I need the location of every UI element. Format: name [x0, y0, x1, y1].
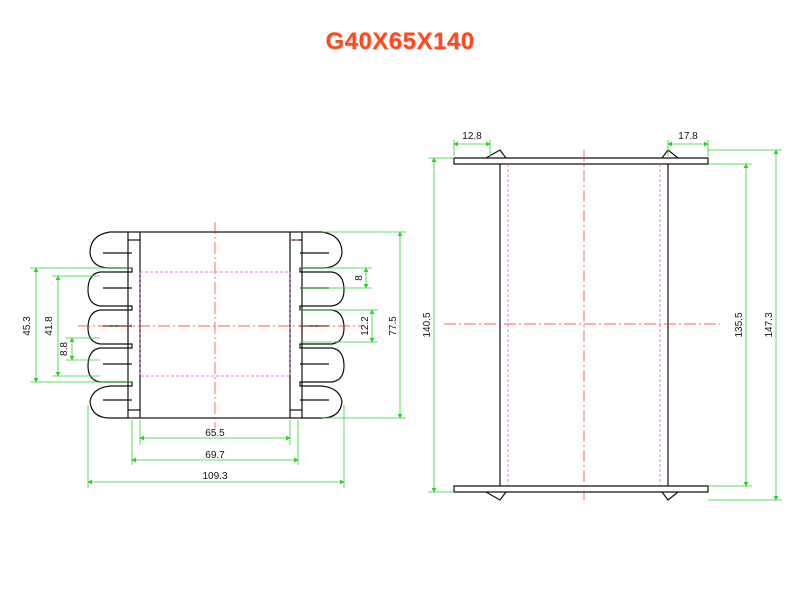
side-view: 12.8 17.8 140.5 135.5 147.3 [422, 131, 782, 501]
dim-8: 8 [354, 275, 365, 281]
dim-8-8: 8.8 [59, 342, 70, 356]
left-comb-outline [87, 231, 133, 419]
drawing-title: G40X65X140 [325, 28, 475, 55]
right-comb-outline [299, 231, 345, 419]
top-flange [453, 157, 709, 165]
dim-140-5: 140.5 [422, 312, 433, 337]
dim-109-3: 109.3 [202, 471, 227, 482]
dim-147-3: 147.3 [764, 312, 775, 337]
dim-45-3: 45.3 [22, 316, 33, 336]
end-view: 65.5 69.7 109.3 45.3 41.8 8.8 8 12.2 [22, 222, 406, 488]
dim-12-2: 12.2 [360, 316, 371, 336]
dim-17-8: 17.8 [678, 131, 698, 142]
dim-69-7: 69.7 [205, 450, 225, 461]
dim-41-8: 41.8 [44, 316, 55, 336]
dim-77-5: 77.5 [388, 316, 399, 336]
dim-65-5: 65.5 [205, 428, 225, 439]
dim-135-5: 135.5 [734, 312, 745, 337]
bottom-flange [453, 485, 709, 493]
dim-12-8: 12.8 [462, 131, 482, 142]
